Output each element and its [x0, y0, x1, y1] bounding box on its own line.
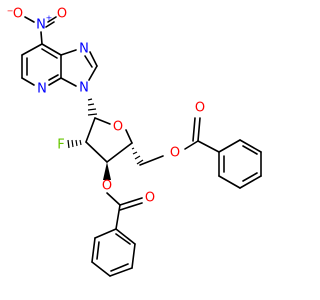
atom-o-nitro-right: O — [57, 7, 67, 22]
upper-phenyl-1 — [218, 139, 241, 153]
charge-plus: + — [46, 14, 53, 23]
atom-carbonyl-o-lower: O — [145, 191, 155, 206]
atom-fluorine: F — [57, 138, 64, 153]
atom-labels: O − N + O N N N F O O O O O — [7, 7, 205, 206]
stereo-wedge-c3-o — [103, 162, 111, 180]
atom-ester-o-lower: O — [102, 179, 112, 194]
atom-n-imidazole-ring: N — [79, 81, 89, 96]
bond-c7-c6 — [21, 43, 43, 56]
lower-phenyl-5 — [131, 243, 136, 269]
atom-ring-oxygen: O — [113, 120, 123, 135]
bond-c3-c2 — [85, 141, 108, 163]
bond-n1-c2-double — [84, 55, 93, 68]
bond-nitro-o-left — [24, 16, 35, 23]
lower-phenyl-3 — [91, 261, 111, 277]
upper-phenyl-2 — [239, 139, 262, 153]
bond-carbonyl-o-upper-double — [192, 117, 196, 142]
bond-n3-c3a — [60, 77, 77, 87]
lower-phenyl-1 — [94, 228, 117, 239]
bond-c2-c1 — [85, 117, 96, 143]
bond-c7a-c7 — [41, 43, 62, 56]
bond-o-carbonyl-upper — [184, 140, 199, 150]
upper-phenyl-d2 — [242, 172, 258, 182]
upper-phenyl-4 — [239, 175, 262, 189]
bond-nitro-o-right-double — [45, 21, 55, 28]
bond-c7a-c7-double — [41, 48, 58, 59]
bond-nitro-c7 — [40, 31, 43, 45]
bond-carbonyl-ring-lower — [115, 204, 121, 230]
bond-c1-o4 — [94, 117, 111, 125]
lower-phenyl-d3 — [115, 233, 131, 245]
chemical-structure: O − N + O N N N F O O O O O — [7, 7, 262, 277]
lower-phenyl-2 — [91, 237, 96, 263]
bond-c7a-n1 — [60, 49, 77, 56]
bond-carbonyl-o-lower-double — [119, 202, 143, 211]
upper-phenyl-d1 — [242, 145, 258, 155]
upper-phenyl-5 — [218, 175, 241, 189]
bond-n1-c2 — [89, 51, 98, 67]
bond-ch2-o — [139, 155, 164, 166]
stereo-hash-c1-n — [87, 98, 98, 116]
lower-phenyl-d2 — [110, 263, 129, 272]
bond-o-carbonyl-lower — [106, 192, 121, 206]
atom-ester-o-upper: O — [170, 146, 180, 161]
bonds — [21, 16, 262, 277]
bond-n4-c3a — [48, 77, 62, 86]
atom-n-imidazole-top: N — [79, 42, 89, 57]
atom-n-nitro: N — [36, 18, 46, 33]
bond-c2-n3 — [88, 65, 98, 81]
bond-carbonyl-o-upper — [197, 117, 201, 142]
stereo-hash-f — [67, 139, 82, 149]
bond-carbonyl-ring-upper — [197, 140, 220, 153]
stereo-hash-c4-ch2 — [131, 147, 144, 165]
atom-carbonyl-o-upper: O — [195, 101, 205, 116]
bond-c4-c3 — [106, 142, 133, 163]
bond-n4-c3a-double — [48, 74, 59, 81]
lower-phenyl-d1 — [96, 241, 100, 260]
atom-o-nitro-left: O — [13, 7, 23, 22]
lower-phenyl-4 — [109, 267, 133, 277]
bond-nitro-o-right — [47, 16, 57, 23]
bond-carbonyl-o-lower — [119, 197, 143, 206]
lower-phenyl-6 — [115, 228, 136, 245]
bond-o4-c4 — [125, 129, 133, 144]
charge-minus: − — [7, 7, 14, 16]
bond-c5-n4 — [21, 77, 35, 86]
atom-n-pyridine: N — [37, 82, 47, 97]
